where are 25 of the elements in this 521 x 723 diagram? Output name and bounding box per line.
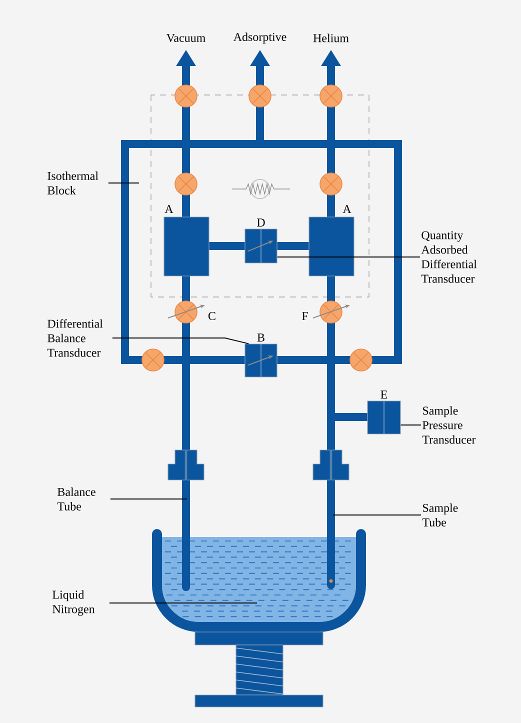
leader-line	[108, 182, 140, 184]
callout-letter: A	[164, 205, 174, 213]
callout-text: Balance Tube	[57, 488, 96, 510]
outlet-label: Helium	[313, 34, 349, 42]
callout-letter: B	[257, 334, 264, 342]
transducer-box	[244, 343, 278, 378]
callout-text: Sample Tube	[422, 504, 458, 526]
callout-letter: F	[302, 312, 308, 320]
leader-line	[112, 338, 250, 344]
callout-letter: A	[342, 205, 352, 213]
callout-text: Quantity Adsorbed Differential Transducer	[421, 231, 477, 283]
callout-text: Sample Pressure Transducer	[422, 406, 476, 444]
transducer-box	[244, 228, 278, 264]
leader-line	[110, 498, 188, 500]
callout-letter: D	[257, 218, 265, 226]
callout-text: Differential Balance Transducer	[47, 319, 103, 357]
callout-letter: C	[208, 312, 216, 320]
callout-text: Isothermal Block	[48, 172, 98, 194]
outlet-label: Vacuum	[166, 34, 206, 42]
callout-text: Liquid Nitrogen	[52, 590, 95, 616]
leader-line	[400, 424, 422, 426]
outlet-label: Adsorptive	[233, 32, 286, 44]
leader-line	[108, 602, 258, 604]
callout-letter: E	[380, 390, 388, 398]
transducer-box	[367, 400, 401, 435]
